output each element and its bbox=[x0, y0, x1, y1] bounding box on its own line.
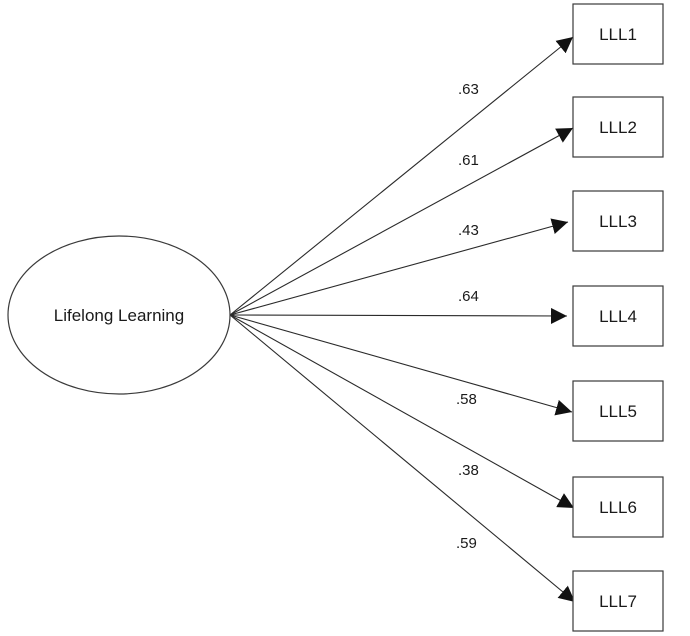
indicator-label-lll5: LLL5 bbox=[599, 402, 637, 421]
indicator-label-lll7: LLL7 bbox=[599, 592, 637, 611]
indicator-box-lll7 bbox=[572, 570, 664, 632]
loading-label-lll1: .63 bbox=[458, 81, 479, 98]
latent-construct: Lifelong Learning bbox=[7, 235, 231, 395]
indicator-box-lll2 bbox=[572, 96, 664, 158]
indicator-label-lll3: LLL3 bbox=[599, 212, 637, 231]
latent-label: Lifelong Learning bbox=[54, 306, 184, 325]
loading-label-lll2: .61 bbox=[458, 152, 479, 169]
indicator-box-lll6 bbox=[572, 476, 664, 538]
indicator-label-lll2: LLL2 bbox=[599, 118, 637, 137]
indicator-box-lll4 bbox=[572, 285, 664, 347]
path-arrow-lll5 bbox=[229, 314, 573, 416]
path-arrow-lll1 bbox=[229, 36, 574, 316]
loading-label-lll6: .38 bbox=[458, 462, 479, 479]
loading-label-lll4: .64 bbox=[458, 288, 479, 305]
path-arrow-lll2 bbox=[229, 127, 574, 316]
path-arrow-lll7 bbox=[229, 314, 576, 603]
loading-label-lll5: .58 bbox=[456, 391, 477, 408]
indicator-box-lll3 bbox=[572, 190, 664, 252]
latent-ellipse bbox=[7, 235, 231, 395]
loading-label-lll3: .43 bbox=[458, 222, 479, 239]
path-arrows bbox=[229, 36, 576, 603]
indicator-label-lll4: LLL4 bbox=[599, 307, 637, 326]
indicator-label-lll1: LLL1 bbox=[599, 25, 637, 44]
loading-labels: .63 .61 .43 .64 .58 .38 .59 bbox=[456, 81, 479, 552]
path-arrow-lll4 bbox=[229, 307, 568, 324]
indicator-box-lll1 bbox=[572, 3, 664, 65]
path-arrow-lll3 bbox=[229, 218, 569, 316]
indicator-box-lll5 bbox=[572, 380, 664, 442]
indicator-label-lll6: LLL6 bbox=[599, 498, 637, 517]
path-arrow-lll6 bbox=[229, 314, 575, 509]
loading-label-lll7: .59 bbox=[456, 535, 477, 552]
